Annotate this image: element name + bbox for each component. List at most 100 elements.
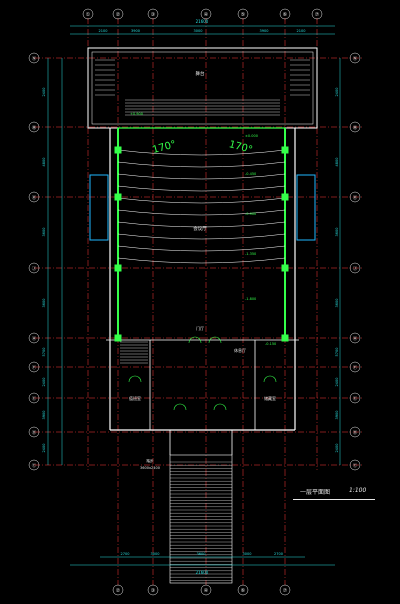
dim-left-segment: 2400 [42, 378, 46, 387]
room-auditorium: 会议厅 [193, 225, 207, 232]
axis-bubble-left [28, 121, 40, 133]
axis-label-right: Ⓕ [353, 364, 358, 371]
axis-label-top: ④ [204, 12, 209, 18]
axis-label-right: Ⓙ [353, 265, 358, 272]
axis-label-top: ③ [151, 12, 155, 18]
structural-column [281, 334, 289, 342]
axis-bubble-right [349, 426, 361, 438]
level-mark: -1.800 [245, 297, 256, 301]
axis-bubble-left [28, 52, 40, 64]
dim-left-segment: 2400 [42, 444, 46, 453]
axis-bubble-right [349, 361, 361, 373]
level-mark: -1.350 [245, 252, 256, 256]
axis-label-top: ⑦ [315, 12, 320, 18]
slope-right: 170° [228, 139, 254, 156]
structural-column [281, 146, 289, 154]
axis-bubble-top [279, 8, 291, 20]
dim-right-segment: 4800 [335, 158, 339, 167]
door-swing [213, 403, 227, 411]
level-mark: ±0.000 [245, 134, 258, 138]
seating-row [117, 185, 286, 192]
axis-bubble-bottom [279, 584, 291, 596]
axis-bubble-left [28, 459, 40, 471]
axis-label-right: Ⓒ [353, 462, 358, 469]
dim-bottom-segment: 2700 [274, 552, 283, 556]
axis-bubble-bottom [147, 584, 159, 596]
structure-lines [89, 59, 316, 584]
axis-bubble-right [349, 191, 361, 203]
drawing-title: 一层平面图 [300, 489, 331, 496]
seating-row [117, 149, 286, 156]
dim-right-segment: 2400 [335, 444, 339, 453]
level-mark: -0.900 [245, 212, 256, 216]
structural-column [114, 193, 122, 201]
axis-label-left: Ⓒ [32, 462, 37, 469]
axis-label-right: Ⓗ [353, 335, 358, 342]
axis-bubble-top [112, 8, 124, 20]
dim-right-segment: 3900 [335, 411, 339, 420]
axis-bubble-left [28, 361, 40, 373]
dim-right-segment: 2400 [335, 378, 339, 387]
dim-top-segment: 3900 [131, 29, 140, 33]
drawing-labels: 舞台会议厅值班室储藏室门厅休息厅踏步3600x2400170°170°±0.00… [129, 70, 276, 470]
door-swing [128, 375, 142, 383]
dim-right-segment: 3600 [335, 228, 339, 237]
axis-bubble-top [200, 8, 212, 20]
axis-label-left: Ⓚ [32, 194, 37, 201]
axis-label-right: Ⓔ [353, 395, 358, 402]
ramp-size: 3600x2400 [140, 466, 160, 470]
door-swing [208, 336, 222, 344]
axis-bubble-left [28, 191, 40, 203]
axis-label-bottom: ② [116, 588, 121, 594]
axis-label-left: Ⓕ [32, 364, 37, 371]
axis-label-right: Ⓓ [353, 429, 358, 436]
dim-left-segment: 3600 [42, 228, 46, 237]
level-mark: -0.150 [265, 342, 276, 346]
structural-column [114, 334, 122, 342]
axis-bubble-left [28, 426, 40, 438]
axis-bubble-right [349, 392, 361, 404]
axis-bubble-left [28, 392, 40, 404]
seating-row [117, 209, 286, 216]
room-right: 储藏室 [264, 395, 276, 401]
axis-bubble-right [349, 121, 361, 133]
axis-bubble-top [82, 8, 94, 20]
axis-bubble-top [311, 8, 323, 20]
axis-label-bottom: ⑥ [241, 588, 246, 594]
ramp-label: 踏步 [147, 458, 154, 463]
dim-bottom-segment: 3600 [197, 552, 206, 556]
dim-left-segment: 5700 [42, 348, 46, 357]
east-window [296, 174, 316, 241]
axis-label-top: ⑥ [283, 12, 288, 18]
axis-bubble-left [28, 262, 40, 274]
axis-bubble-top [237, 8, 249, 20]
seating-row [117, 197, 286, 204]
seating-row [117, 245, 286, 252]
dim-left-segment: 2400 [42, 88, 46, 97]
axis-label-left: Ⓓ [32, 429, 37, 436]
dim-bottom-segment: 2700 [121, 552, 130, 556]
door-swing [188, 336, 202, 344]
dim-left-segment: 3600 [42, 299, 46, 308]
axis-bubble-bottom [200, 584, 212, 596]
dim-bottom-segment: 3000 [243, 552, 252, 556]
structural-column [114, 264, 122, 272]
room-corridor: 休息厅 [234, 347, 246, 353]
level-mark: +0.900 [130, 112, 143, 116]
dim-left-segment: 3900 [42, 411, 46, 420]
seating-row [117, 173, 286, 180]
axis-label-top: ⑤ [241, 12, 245, 18]
structural-column [114, 146, 122, 154]
axis-label-bottom: ③ [151, 588, 155, 594]
seating-row [117, 233, 286, 240]
axis-bubble-right [349, 52, 361, 64]
structural-column [281, 193, 289, 201]
drawing-scale: 1:100 [349, 487, 367, 494]
axis-label-right: Ⓚ [353, 194, 358, 201]
dim-left-segment: 4800 [42, 158, 46, 167]
dim-top-segment: 2100 [297, 29, 306, 33]
axis-label-left: Ⓔ [32, 395, 37, 402]
